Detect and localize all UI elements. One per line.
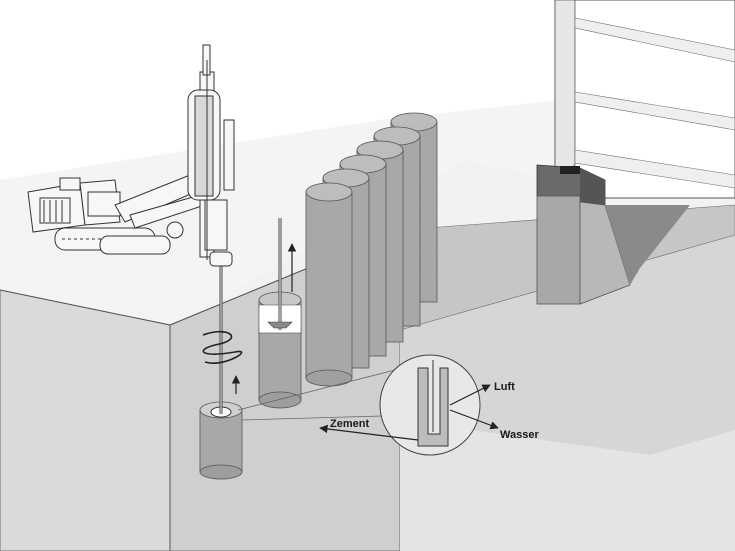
grout-column-in-progress xyxy=(258,218,302,409)
drilling-rig xyxy=(27,44,235,267)
detail-circle xyxy=(379,354,481,456)
ground-front-face xyxy=(0,289,171,551)
building xyxy=(536,0,735,305)
label-air: Luft xyxy=(494,381,515,393)
jetting-column xyxy=(199,260,243,480)
nozzle-detail-callout: Luft Wasser Zement xyxy=(237,354,539,456)
label-cement: Zement xyxy=(330,418,369,430)
underpinning-column xyxy=(536,195,581,305)
grout-column xyxy=(305,182,353,387)
label-water: Wasser xyxy=(500,429,539,441)
grout-column-row xyxy=(305,112,438,387)
rotation-spiral xyxy=(202,330,243,364)
